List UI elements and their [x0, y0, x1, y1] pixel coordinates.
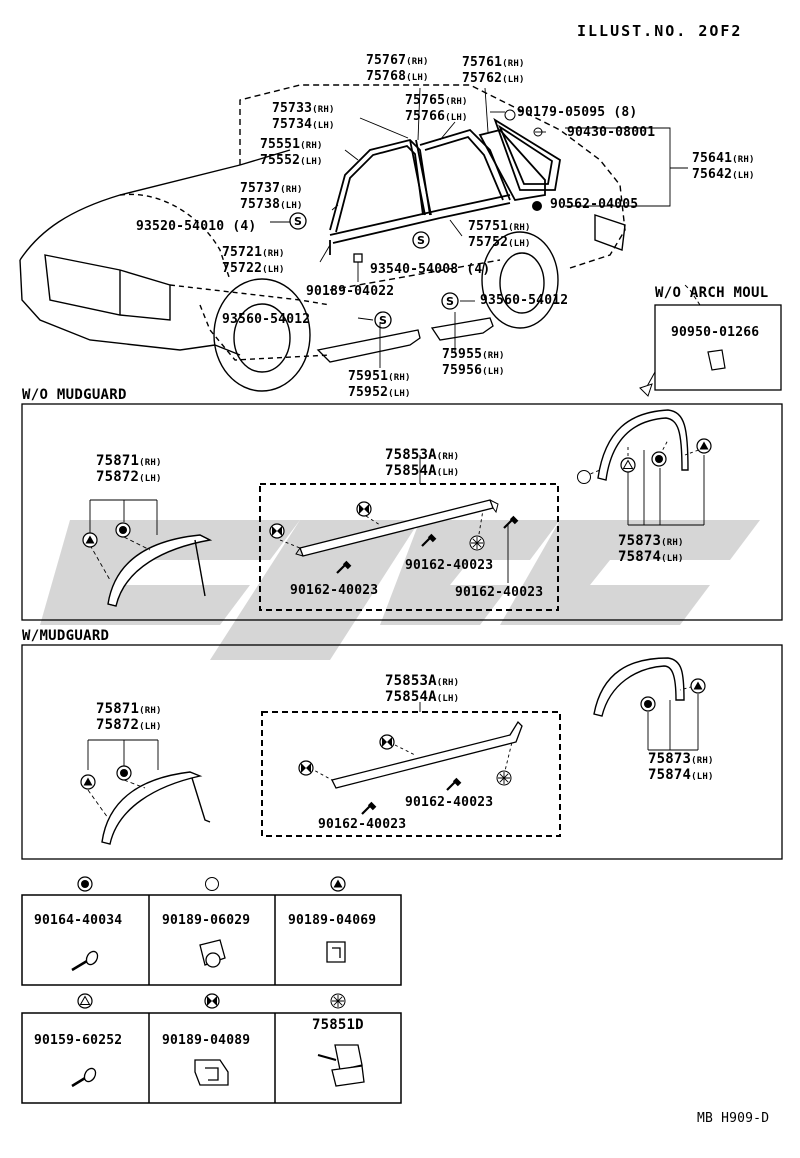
label-90950: 90950-01266: [671, 325, 760, 340]
section-wo-arch-moul: W/O ARCH MOUL: [655, 285, 769, 301]
label-75871: 75871(RH): [96, 453, 162, 469]
legend-90189-06029: 90189-06029: [162, 913, 251, 928]
label-93540: 93540-54008 (4): [370, 262, 491, 277]
legend-90189-04069: 90189-04069: [288, 913, 377, 928]
label-screw-left-w: 90162-40023: [318, 817, 407, 832]
label-93560-left: 93560-54012: [222, 312, 311, 327]
label-75854a: 75854A(LH): [385, 463, 460, 479]
label-90430: 90430-08001: [567, 125, 656, 140]
label-75853a-w: 75853A(RH): [385, 673, 460, 689]
label-75951: 75951(RH): [348, 369, 411, 384]
label-75872-w: 75872(LH): [96, 717, 162, 733]
label-75956: 75956(LH): [442, 363, 505, 378]
label-75642: 75642(LH): [692, 167, 755, 182]
label-90179: 90179-05095 (8): [517, 105, 638, 120]
label-75761: 75761(RH): [462, 55, 525, 70]
label-75738: 75738(LH): [240, 197, 303, 212]
label-75765: 75765(RH): [405, 93, 468, 108]
label-75952: 75952(LH): [348, 385, 411, 400]
legend-75851d: 75851D: [312, 1017, 364, 1033]
car-leaders: [270, 87, 688, 368]
legend-90159-60252: 90159-60252: [34, 1033, 123, 1048]
car-outline: [19, 84, 626, 392]
label-75641: 75641(RH): [692, 151, 755, 166]
label-screw-right: 90162-40023: [455, 585, 544, 600]
label-75737: 75737(RH): [240, 181, 303, 196]
label-75766: 75766(LH): [405, 109, 468, 124]
section-wo-mudguard: W/O MUDGUARD: [22, 387, 127, 403]
label-75722: 75722(LH): [222, 261, 285, 276]
label-screw-left: 90162-40023: [290, 583, 379, 598]
label-93560-right: 93560-54012: [480, 293, 569, 308]
watermark-logo: [40, 520, 760, 660]
label-75734: 75734(LH): [272, 117, 335, 132]
label-90189-04022: 90189-04022: [306, 284, 395, 299]
label-75871-w: 75871(RH): [96, 701, 162, 717]
legend-90189-04089: 90189-04089: [162, 1033, 251, 1048]
label-75551: 75551(RH): [260, 137, 323, 152]
legend-grid: [21, 894, 402, 1104]
drawing-code: MB H909-D: [697, 1111, 770, 1126]
label-75854a-w: 75854A(LH): [385, 689, 460, 705]
illustration-number: ILLUST.NO. 2OF2: [577, 22, 743, 40]
label-90562: 90562-04005: [550, 197, 639, 212]
label-75721: 75721(RH): [222, 245, 285, 260]
label-75874-w: 75874(LH): [648, 767, 714, 783]
label-75552: 75552(LH): [260, 153, 323, 168]
label-75874: 75874(LH): [618, 549, 684, 565]
label-75873-w: 75873(RH): [648, 751, 714, 767]
label-screw-right-w: 90162-40023: [405, 795, 494, 810]
label-75872: 75872(LH): [96, 469, 162, 485]
window-moldings: [329, 117, 561, 255]
label-screw-center: 90162-40023: [405, 558, 494, 573]
rocker-moldings: [316, 317, 494, 363]
section-w-mudguard: W/MUDGUARD: [22, 628, 110, 644]
label-75955: 75955(RH): [442, 347, 505, 362]
label-75752: 75752(LH): [468, 235, 531, 250]
label-75853a: 75853A(RH): [385, 447, 460, 463]
label-75733: 75733(RH): [272, 101, 335, 116]
label-75751: 75751(RH): [468, 219, 531, 234]
label-75762: 75762(LH): [462, 71, 525, 86]
label-75768: 75768(LH): [366, 69, 429, 84]
label-75767: 75767(RH): [366, 53, 429, 68]
label-93520: 93520-54010 (4): [136, 219, 257, 234]
label-75873: 75873(RH): [618, 533, 684, 549]
legend-90164-40034: 90164-40034: [34, 913, 123, 928]
